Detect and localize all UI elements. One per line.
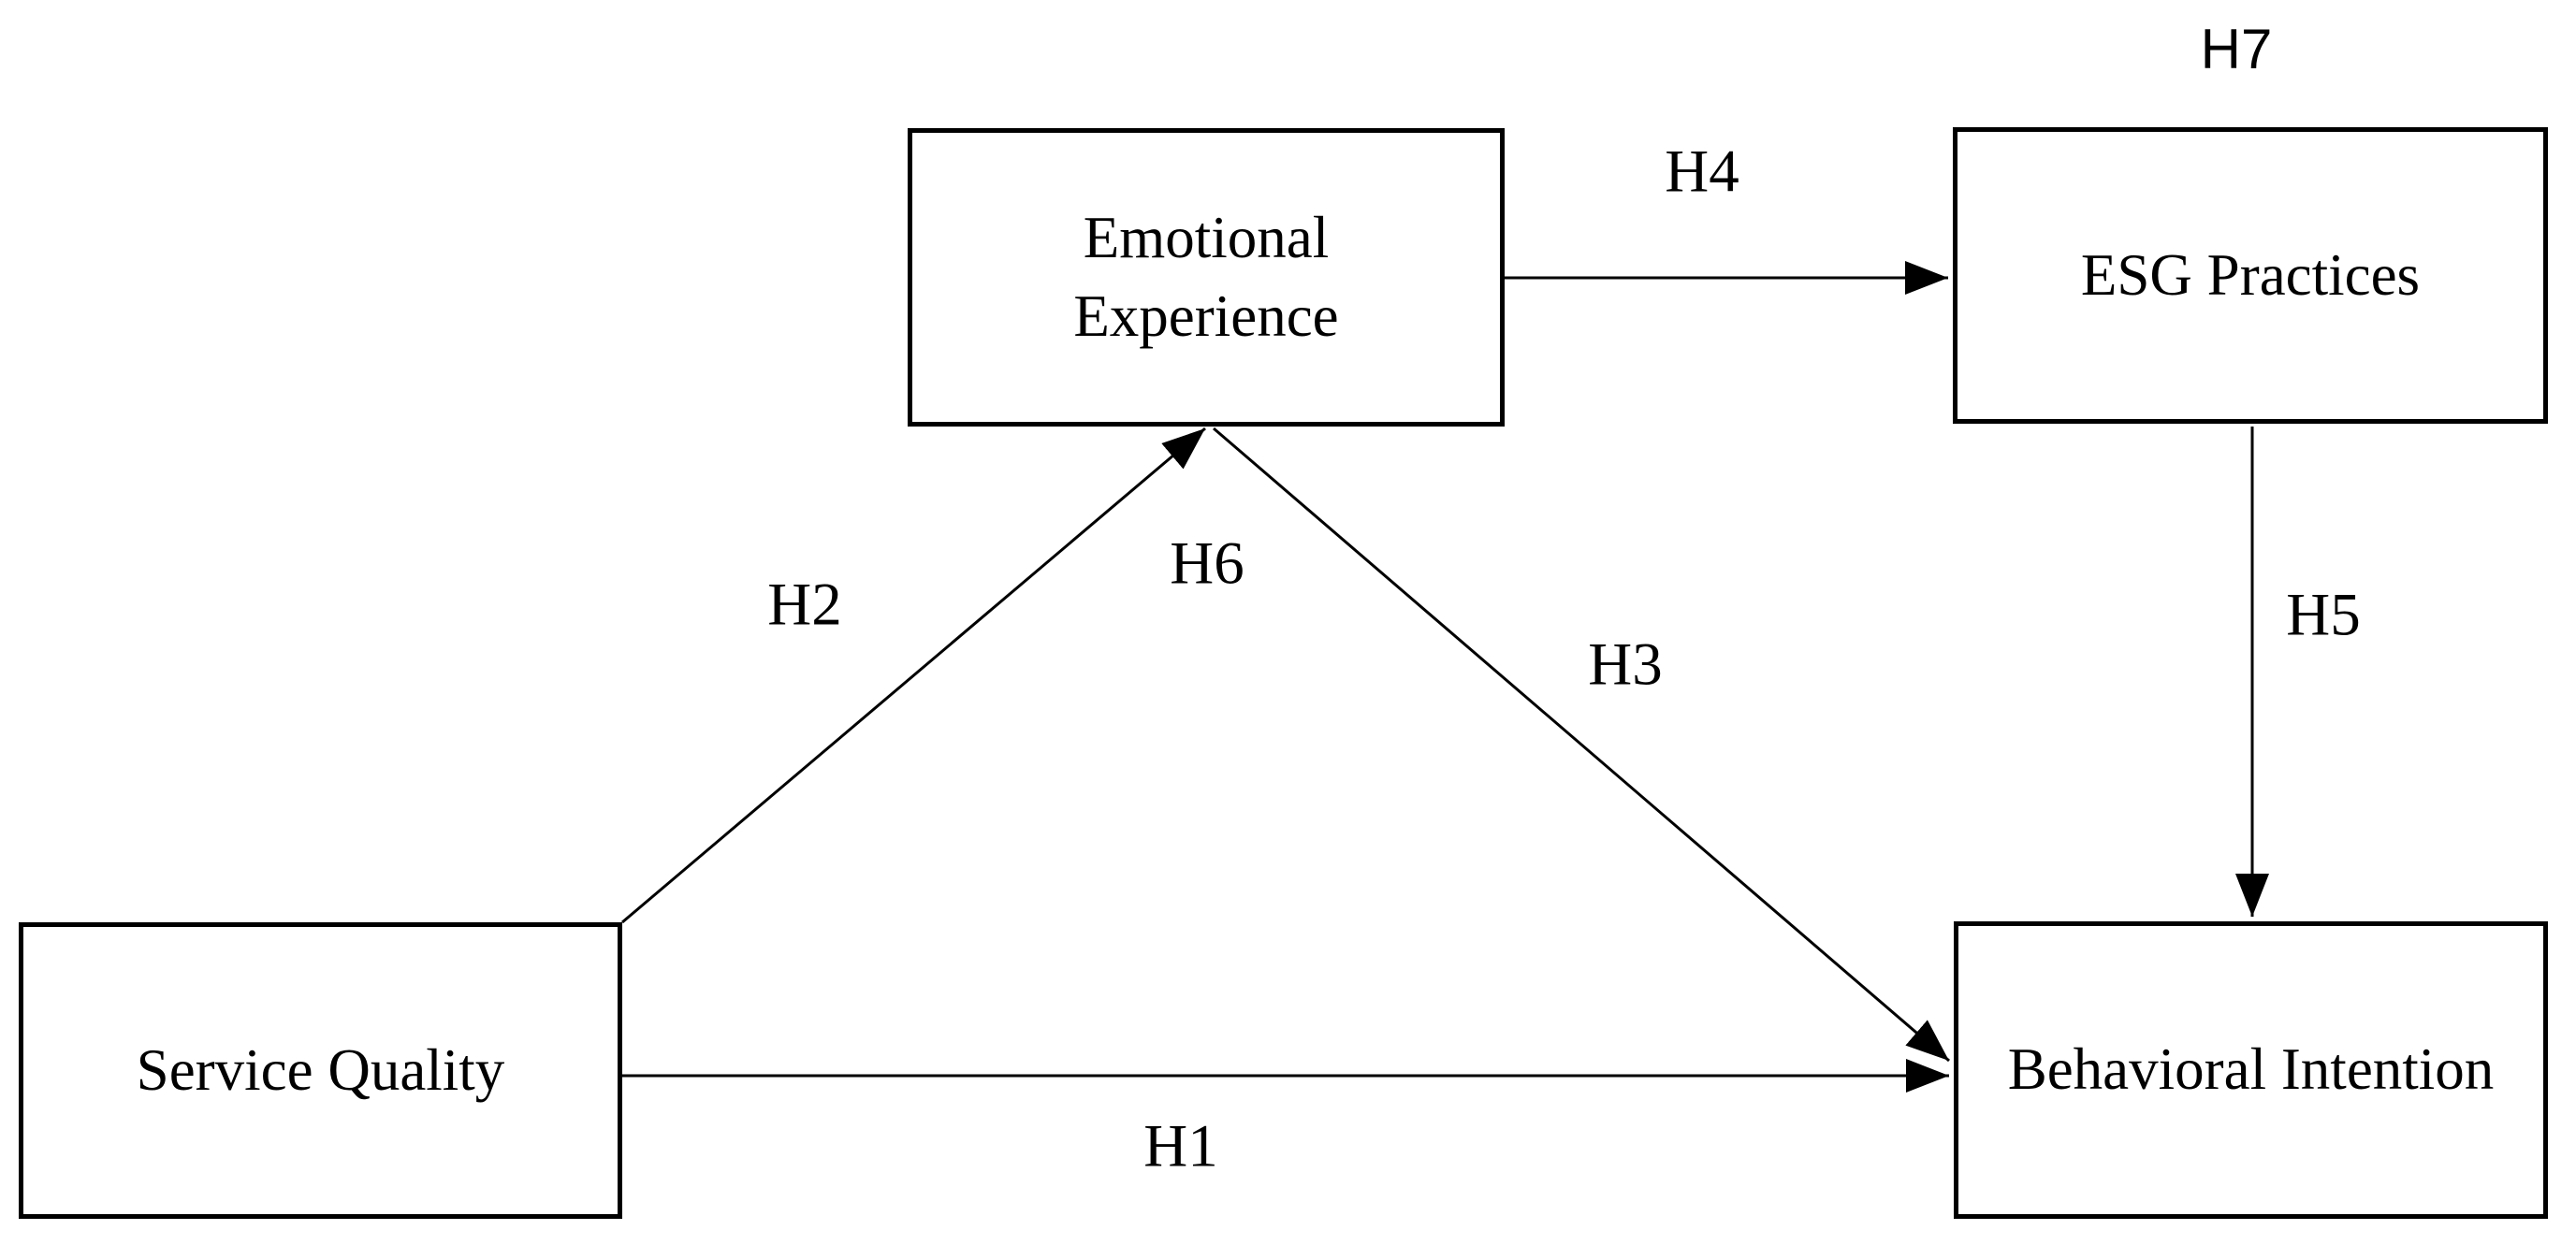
h2-arrow-service-quality-to-emotional-experience <box>621 427 1206 924</box>
node-service-quality-label: Service Quality <box>136 1036 505 1103</box>
h3-arrow-emotional-experience-to-behavioral-intention <box>1213 427 1950 1063</box>
hypothesis-label-h2: H2 <box>767 571 842 639</box>
node-behavioral-intention: Behavioral Intention <box>1954 921 2548 1219</box>
node-esg-practices-label: ESG Practices <box>2080 241 2421 308</box>
hypothesis-label-h7: H7 <box>2200 18 2273 80</box>
node-emotional-experience-label-line1: Emotional <box>1083 205 1330 271</box>
hypothesis-label-h3: H3 <box>1588 630 1663 699</box>
hypothesis-label-h6: H6 <box>1170 529 1244 598</box>
node-esg-practices: ESG Practices <box>1953 127 2548 424</box>
node-emotional-experience: Emotional Experience <box>908 128 1505 427</box>
node-emotional-experience-label-line2: Experience <box>1073 282 1339 349</box>
hypothesis-label-h5: H5 <box>2286 581 2361 649</box>
hypothesis-label-h1: H1 <box>1143 1112 1218 1180</box>
hypothesis-label-h4: H4 <box>1665 138 1739 206</box>
node-service-quality: Service Quality <box>19 922 622 1219</box>
node-behavioral-intention-label: Behavioral Intention <box>2007 1036 2495 1103</box>
